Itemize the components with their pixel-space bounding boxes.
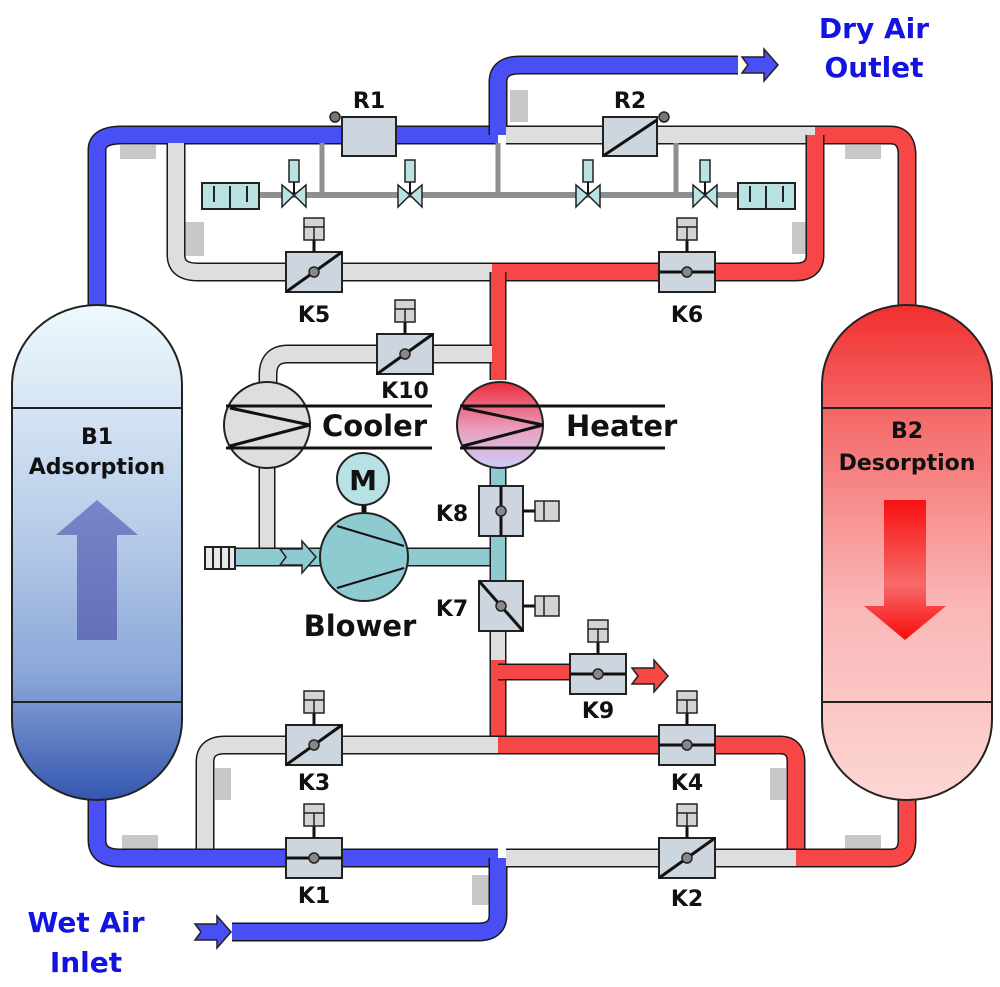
heater-label: Heater xyxy=(566,409,678,443)
regulator-r2[interactable]: R2 xyxy=(602,89,670,158)
heater[interactable]: Heater xyxy=(456,381,678,469)
regulator-label: R2 xyxy=(614,89,646,114)
valve-k8[interactable]: K8 xyxy=(436,485,560,537)
pipe-b2-bottom xyxy=(796,798,917,868)
actuator-icon xyxy=(303,690,325,725)
valve-k7[interactable]: K7 xyxy=(436,580,560,632)
valve-k1[interactable]: K1 xyxy=(285,803,343,909)
outlet-label-line2: Outlet xyxy=(824,51,923,84)
pipe-wet-header-left xyxy=(87,798,498,868)
pipe-hot-header-right xyxy=(815,125,917,305)
needle-valve-2-icon[interactable] xyxy=(397,159,423,209)
purge-manifold xyxy=(258,143,740,198)
needle-valve-3-icon[interactable] xyxy=(575,159,601,209)
valve-k2[interactable]: K2 xyxy=(658,803,716,912)
blower[interactable]: M Blower xyxy=(304,452,417,643)
inlet-arrow-icon xyxy=(193,914,232,950)
suction-arrow-icon xyxy=(278,539,317,575)
vessel-b1[interactable]: B1 Adsorption xyxy=(11,304,183,801)
pipe-shadow xyxy=(120,145,156,159)
pipe-dry-outlet xyxy=(488,55,738,135)
valve-label: K4 xyxy=(671,771,703,796)
inlet-label-line2: Inlet xyxy=(50,946,122,979)
motor-icon xyxy=(336,452,390,506)
vessel-b2[interactable]: B2 Desorption xyxy=(821,304,993,801)
actuator-icon xyxy=(523,595,560,617)
valve-label: K9 xyxy=(582,699,614,724)
regulator-label: R1 xyxy=(353,89,385,114)
actuator-icon xyxy=(394,299,416,334)
pipe-network xyxy=(87,47,917,950)
suction-filter-icon xyxy=(204,546,236,570)
pipe-shadow xyxy=(770,768,786,800)
pipe-shadow xyxy=(215,768,231,800)
valve-label: K2 xyxy=(671,887,703,912)
flow-up-arrow-icon xyxy=(56,500,138,640)
pipe-shadow xyxy=(122,835,158,849)
pipe-shadow xyxy=(510,90,528,122)
valve-k3[interactable]: K3 xyxy=(285,690,343,796)
outlet-label-line1: Dry Air xyxy=(819,12,929,45)
pipe-dry-header-left xyxy=(87,125,498,305)
valve-k4[interactable]: K4 xyxy=(658,690,716,796)
regulator-r1[interactable]: R1 xyxy=(329,89,397,157)
valve-label: K6 xyxy=(671,303,703,328)
blower-label: Blower xyxy=(304,609,417,643)
needle-valve-4-icon[interactable] xyxy=(692,159,718,209)
cooler-label: Cooler xyxy=(322,409,428,443)
actuator-icon xyxy=(587,619,609,654)
motor-label: M xyxy=(349,464,377,497)
vessel-b2-name: B2 xyxy=(891,419,923,444)
pipe-wet-inlet xyxy=(232,858,508,942)
valve-k9[interactable]: K9 xyxy=(569,619,627,724)
vessel-b2-state: Desorption xyxy=(839,451,976,476)
inlet-label-line1: Wet Air xyxy=(27,906,144,939)
actuator-icon xyxy=(303,217,325,252)
pipe-shadow xyxy=(472,875,490,905)
actuator-icon xyxy=(523,500,560,522)
vessel-b1-state: Adsorption xyxy=(29,455,165,480)
needle-valve-1-icon[interactable] xyxy=(281,159,307,209)
actuator-icon xyxy=(303,803,325,838)
pipe-shadow xyxy=(845,835,881,849)
outlet-arrow-icon xyxy=(740,47,779,83)
actuator-icon xyxy=(676,690,698,725)
flow-down-arrow-icon xyxy=(864,500,946,640)
vessel-b1-name: B1 xyxy=(81,425,113,450)
actuator-icon xyxy=(676,217,698,252)
valve-label: K10 xyxy=(381,379,429,404)
vent-arrow-icon xyxy=(630,658,669,694)
valve-label: K7 xyxy=(436,597,468,622)
valve-label: K5 xyxy=(298,303,330,328)
silencer-left-icon xyxy=(201,182,260,210)
valve-label: K8 xyxy=(436,502,468,527)
actuator-icon xyxy=(676,803,698,838)
valve-label: K1 xyxy=(298,884,330,909)
pipe-k5-line xyxy=(166,143,492,282)
valve-label: K3 xyxy=(298,771,330,796)
pipe-k10-line xyxy=(258,344,492,385)
pipe-shadow xyxy=(845,145,881,159)
cooler[interactable]: Cooler xyxy=(223,381,432,469)
valve-k10[interactable]: K10 xyxy=(376,299,434,404)
valve-k6[interactable]: K6 xyxy=(658,217,716,328)
silencer-right-icon xyxy=(737,182,796,210)
pipe-k3-line xyxy=(195,735,498,858)
pipe-hot-to-k6 xyxy=(716,135,825,282)
valve-k5[interactable]: K5 xyxy=(285,217,343,328)
pipe-k4-to-b2 xyxy=(690,735,806,858)
